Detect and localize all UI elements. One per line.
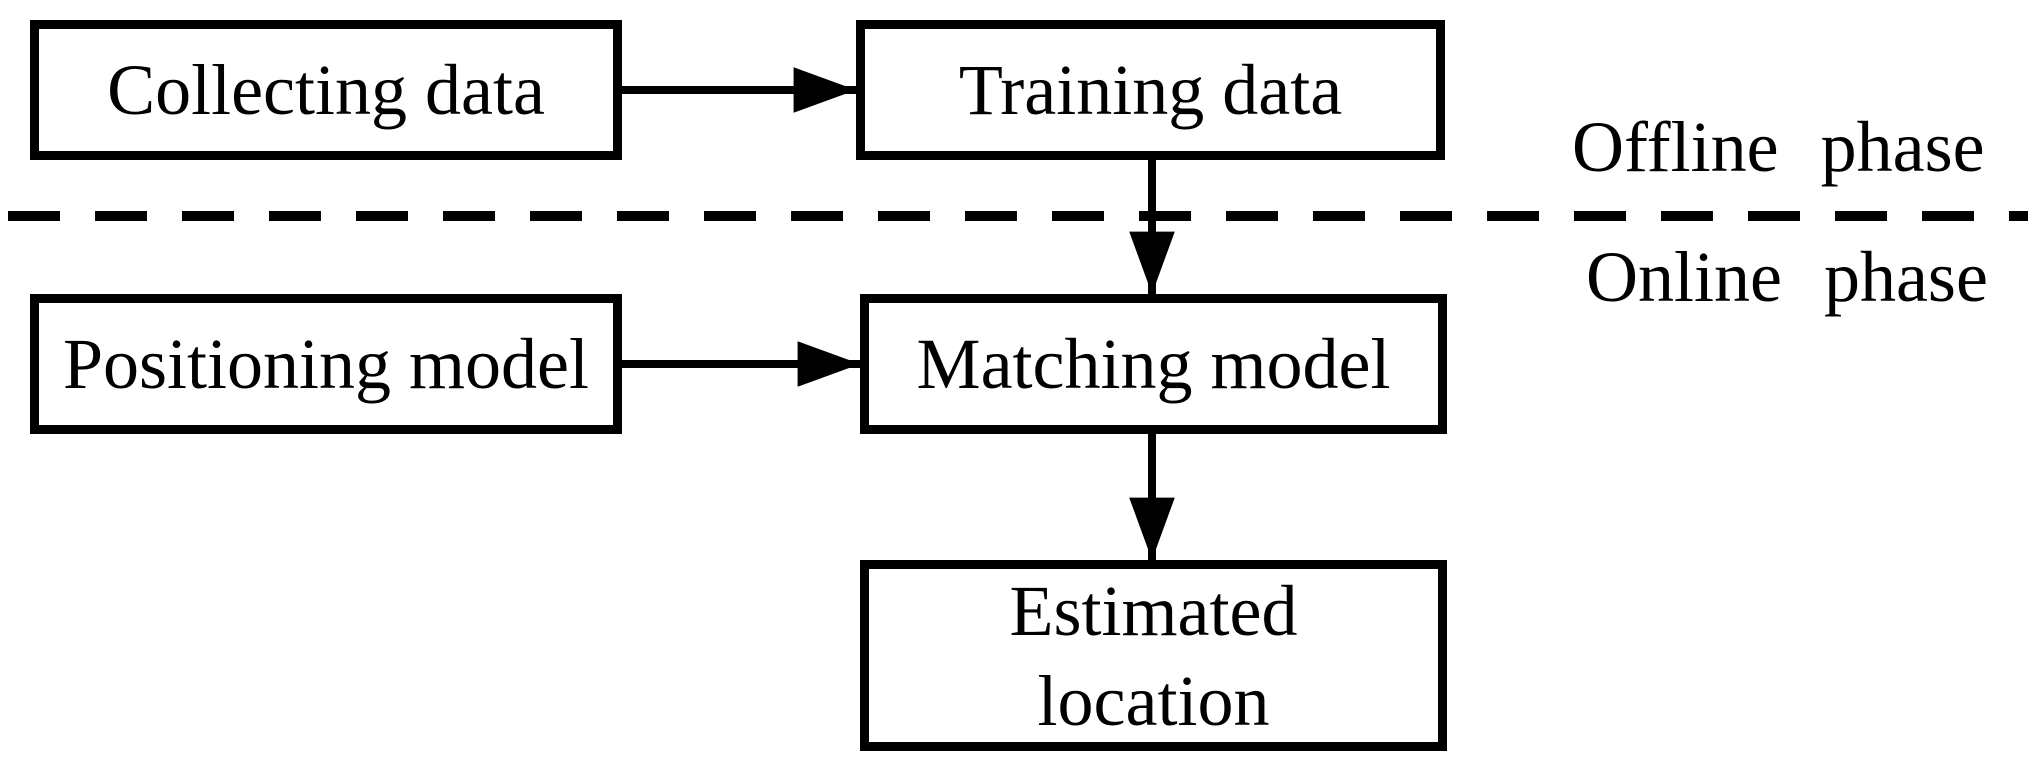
online-phase-label: Online phase bbox=[1586, 237, 1988, 317]
box-training-data: Training data bbox=[856, 20, 1445, 160]
box-matching-model-label: Matching model bbox=[916, 324, 1391, 404]
estimated-location-line2: location bbox=[1037, 660, 1270, 741]
box-positioning-model-label: Positioning model bbox=[62, 324, 590, 404]
box-estimated-location: Estimated location bbox=[860, 560, 1447, 751]
box-estimated-location-label: Estimated location bbox=[1010, 566, 1298, 746]
offline-phase-label: Offline phase bbox=[1572, 107, 1985, 187]
box-matching-model: Matching model bbox=[860, 294, 1447, 434]
box-positioning-model: Positioning model bbox=[30, 294, 622, 434]
box-training-data-label: Training data bbox=[958, 50, 1343, 130]
estimated-location-line1: Estimated bbox=[1009, 570, 1298, 651]
box-collecting-data: Collecting data bbox=[30, 20, 622, 160]
box-collecting-data-label: Collecting data bbox=[107, 50, 545, 130]
